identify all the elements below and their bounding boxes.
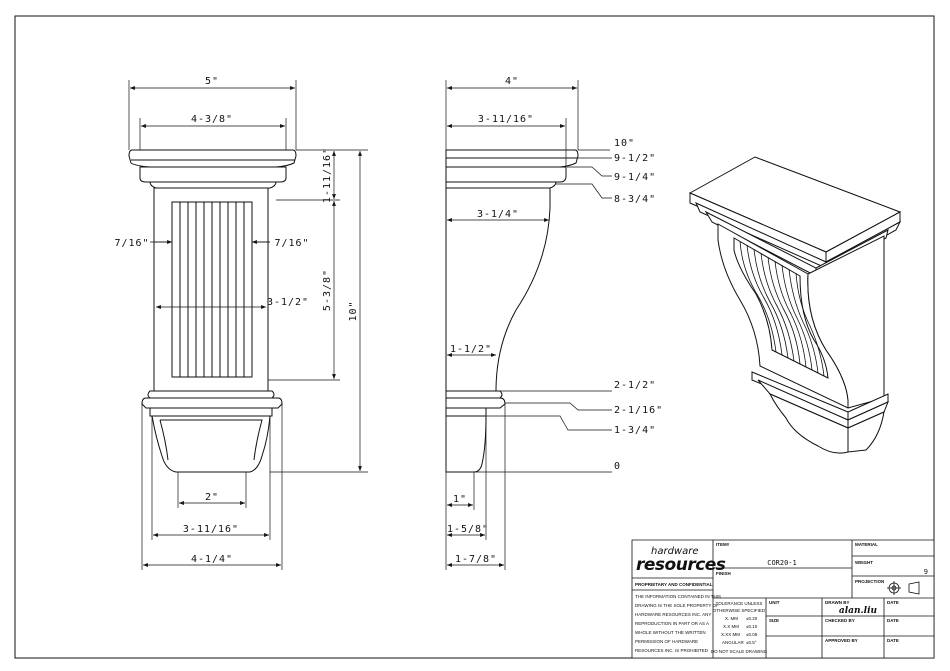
tolerance-row-4-label: ANGULAR — [722, 640, 745, 645]
dim-overall-height: 10" — [348, 300, 359, 321]
finish-label: FINISH — [716, 571, 731, 576]
height-label-10: 10" — [614, 138, 635, 149]
side-profile-curve — [446, 188, 550, 391]
date-label-2: DATE — [887, 618, 899, 623]
date-label-1: DATE — [887, 600, 899, 605]
side-lower-molding — [446, 398, 505, 408]
tolerance-row-1-value: ±0.20 — [746, 616, 758, 621]
front-dimension-labels: 5" 4-3/8" 7/16" 7/16" 3-1/2" 1-11/16" 5-… — [114, 76, 359, 565]
item-value: COR20-1 — [767, 559, 797, 567]
weight-label: WEIGHT — [855, 560, 873, 565]
size-label: SIZE — [769, 618, 779, 623]
iso-right-face — [808, 236, 884, 408]
height-label-9-1-2: 9-1/2" — [614, 153, 656, 164]
dim-base-overall-width: 4-1/4" — [191, 554, 233, 565]
height-label-9-1-4: 9-1/4" — [614, 172, 656, 183]
proprietary-heading: PROPRIETARY AND CONFIDENTIAL — [635, 582, 713, 587]
side-bottom-bowl — [446, 416, 486, 472]
proprietary-line-7: RESOURCES INC. IS PROHIBITED — [635, 648, 709, 653]
front-lower-molding — [142, 398, 282, 408]
front-dimensions — [129, 80, 368, 570]
projection-label: PROJECTION — [855, 579, 884, 584]
logo-resources: resources — [636, 555, 726, 575]
proprietary-line-2: DRAWING IS THE SOLE PROPERTY OF — [635, 603, 719, 608]
tolerance-row-2-label: X.X MM — [723, 624, 739, 629]
front-bottom-bowl — [152, 416, 270, 472]
dim-overall-width: 5" — [205, 76, 219, 87]
title-block-text: hardware resources PROPRIETARY AND CONFI… — [635, 542, 928, 654]
side-view — [446, 150, 578, 472]
no-scale-note: DO NOT SCALE DRAWING — [711, 649, 768, 654]
iso-bottom-right — [848, 412, 884, 452]
flutes — [180, 202, 244, 377]
dim-right-margin: 7/16" — [274, 238, 309, 249]
dim-lower-depth: 1-1/2" — [450, 344, 492, 355]
proprietary-line-5: WHOLE WITHOUT THE WRITTEN — [635, 630, 706, 635]
tolerance-row-2-value: ±0.10 — [746, 624, 758, 629]
iso-flutes — [740, 241, 824, 376]
tolerance-row-3-value: ±0.05 — [746, 632, 758, 637]
front-cap-band — [140, 167, 286, 182]
front-top-cap — [129, 150, 296, 167]
item-label: ITEM# — [716, 542, 730, 547]
height-label-2-1-16: 2-1/16" — [614, 405, 663, 416]
dim-base-width: 3-11/16" — [183, 524, 239, 535]
dim-bottom-depth-3: 1-7/8" — [455, 554, 497, 565]
isometric-view — [690, 157, 900, 453]
proprietary-line-3: HARDWARE RESOURCES INC. ANY — [635, 612, 711, 617]
approved-by-label: APPROVED BY — [825, 638, 858, 643]
dim-panel-height: 5-3/8" — [322, 269, 333, 311]
drawing-border — [15, 16, 934, 658]
proprietary-line-4: REPRODUCTION IN PART OR AS A — [635, 621, 709, 626]
unit-label: UNIT — [769, 600, 780, 605]
iso-bottom-front — [770, 394, 848, 453]
dim-top-inner-width: 4-3/8" — [191, 114, 233, 125]
tolerance-row-3-label: X.XX MM — [721, 632, 740, 637]
tolerance-row-4-value: ±0.5° — [746, 640, 757, 645]
projection-symbol-frustum — [909, 582, 919, 594]
dim-panel-width: 3-1/2" — [267, 297, 309, 308]
side-dimension-labels: 4" 3-11/16" 3-1/4" 1-1/2" 1" 1-5/8" 1-7/… — [447, 76, 663, 565]
checked-by-label: CHECKED BY — [825, 618, 855, 623]
front-body — [154, 188, 268, 391]
dim-bottom-depth-2: 1-5/8" — [447, 524, 489, 535]
tolerance-line-2: OTHERWISE SPECIFIED — [713, 608, 766, 613]
title-block — [632, 540, 934, 658]
proprietary-line-1: THE INFORMATION CONTAINED IN THIS — [635, 594, 721, 599]
height-label-1-3-4: 1-3/4" — [614, 425, 656, 436]
dim-top-depth: 3-11/16" — [478, 114, 534, 125]
material-label: MATERIAL — [855, 542, 878, 547]
logo-hardware: hardware — [651, 546, 699, 557]
height-label-0: 0 — [614, 461, 621, 472]
dim-bottom-width: 2" — [205, 492, 219, 503]
drawn-by-label: DRAWN BY — [825, 600, 850, 605]
dim-overall-depth: 4" — [505, 76, 519, 87]
dim-left-margin: 7/16" — [114, 238, 149, 249]
date-label-3: DATE — [887, 638, 899, 643]
front-view — [129, 150, 296, 472]
dim-top-cap-height: 1-11/16" — [322, 147, 333, 203]
dim-bottom-depth-1: 1" — [453, 494, 467, 505]
dim-mid-depth: 3-1/4" — [477, 209, 519, 220]
proprietary-line-6: PERMISSION OF HARDWARE — [635, 639, 698, 644]
side-dimensions — [446, 80, 612, 570]
height-label-8-3-4: 8-3/4" — [614, 194, 656, 205]
weight-value: 9 — [924, 568, 928, 576]
tolerance-row-1-label: X. MM — [725, 616, 738, 621]
drawn-by-signature: alan.liu — [839, 606, 878, 616]
tolerance-line-1: TOLERANCE UNLESS — [716, 601, 763, 606]
height-label-2-1-2: 2-1/2" — [614, 380, 656, 391]
